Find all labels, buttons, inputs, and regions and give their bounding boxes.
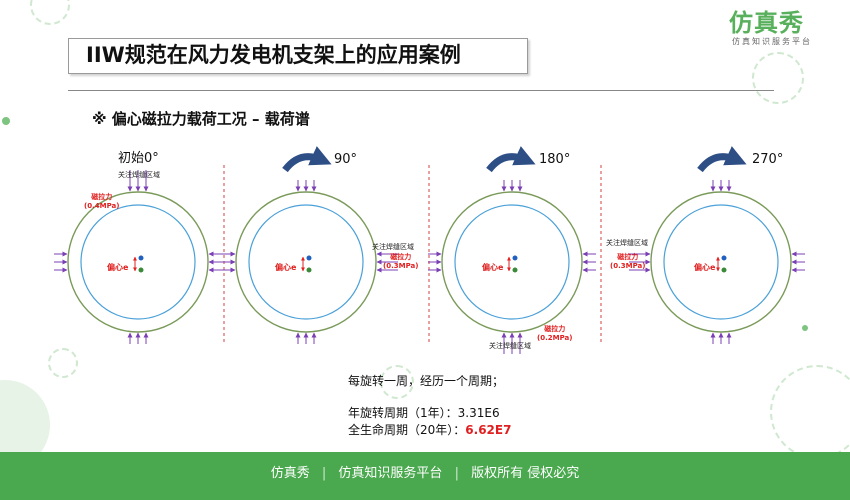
- panel-2-zone-label: 关注焊缝区域: [372, 243, 414, 251]
- title-box: [68, 38, 528, 74]
- panel-3-angle-label: 180°: [539, 152, 571, 167]
- panel-2-outer-ring: [235, 191, 377, 333]
- rotate-arrow-180: [486, 146, 536, 173]
- info-line-2-value: 3.31E6: [457, 406, 500, 420]
- info-line-1: 每旋转一周，经历一个周期；: [348, 374, 505, 388]
- logo-subtitle: 仿真知识服务平台: [732, 37, 812, 46]
- panel-3-outer-ring: [441, 191, 583, 333]
- panel-2-force-label: 磁拉力(0.3MPa): [383, 253, 419, 270]
- footer-separator-2: |: [454, 466, 459, 481]
- footer-copyright: 版权所有 侵权必究: [471, 466, 580, 481]
- page-title: IIW规范在风力发电机支架上的应用案例: [86, 43, 461, 67]
- panel-3-inner-ring: [454, 204, 570, 320]
- load-diagram: [54, 146, 805, 354]
- info-line-3-value: 6.62E7: [465, 423, 512, 437]
- panel-4-force-label: 磁拉力(0.3MPa): [610, 253, 646, 270]
- panel-2-center-dot-green: [306, 267, 312, 273]
- panel-4-inner-ring: [663, 204, 779, 320]
- title-divider: [68, 90, 774, 91]
- rotate-arrow-90: [282, 146, 332, 173]
- info-line-3: 全生命周期（20年）：6.62E7: [348, 421, 511, 438]
- panel-2-center-dot-blue: [306, 255, 312, 261]
- logo-text: 仿真秀: [729, 9, 804, 37]
- deco-dot-left: [2, 117, 10, 125]
- footer-bar: [0, 452, 850, 500]
- deco-dot-right: [802, 325, 808, 331]
- panel-4-angle-label: 270°: [752, 152, 784, 167]
- panel-3-center-dot-green: [512, 267, 518, 273]
- rotate-arrow-270: [697, 146, 747, 173]
- panel-3-center-label: 偏心e: [482, 263, 504, 272]
- panel-4-zone-label: 关注焊缝区域: [606, 239, 648, 247]
- panel-1-zone-label: 关注焊缝区域: [118, 171, 160, 179]
- panel-2-angle-label: 90°: [334, 152, 358, 167]
- panel-1-center-dot-blue: [138, 255, 144, 261]
- panel-1-center-label: 偏心e: [107, 263, 129, 272]
- footer-platform: 仿真知识服务平台: [338, 466, 443, 481]
- panel-4-center-dot-green: [721, 267, 727, 273]
- info-line-2-label: 年旋转周期（1年）：: [348, 406, 458, 420]
- info-line-3-label: 全生命周期（20年）：: [348, 423, 466, 437]
- panel-1-outer-ring: [67, 191, 209, 333]
- panel-3-force-label: 磁拉力(0.2MPa): [537, 325, 573, 342]
- footer-separator-1: |: [321, 466, 327, 481]
- footer-brand: 仿真秀: [270, 466, 310, 481]
- deco-circle-bottom-left-2: [48, 348, 78, 378]
- info-line-2: 年旋转周期（1年）：3.31E6: [348, 404, 500, 421]
- footer-text: 仿真秀 | 仿真知识服务平台 | 版权所有 侵权必究: [0, 462, 850, 481]
- panel-1-angle-label: 初始0°: [118, 151, 159, 166]
- panel-1-force-label: 磁拉力(0.4MPa): [84, 193, 120, 210]
- panel-4-outer-ring: [650, 191, 792, 333]
- deco-circle-mid-left: [380, 365, 414, 399]
- panel-2-center-label: 偏心e: [275, 263, 297, 272]
- deco-circle-right: [752, 52, 804, 104]
- panel-4-center-dot-blue: [721, 255, 727, 261]
- panel-3-center-dot-blue: [512, 255, 518, 261]
- panel-3-zone-label: 关注焊缝区域: [489, 342, 531, 350]
- section-title: ※ 偏心磁拉力载荷工况 – 载荷谱: [92, 110, 310, 128]
- panel-1-inner-ring: [80, 204, 196, 320]
- panel-4-center-label: 偏心e: [694, 263, 716, 272]
- panel-2-inner-ring: [248, 204, 364, 320]
- panel-1-center-dot-green: [138, 267, 144, 273]
